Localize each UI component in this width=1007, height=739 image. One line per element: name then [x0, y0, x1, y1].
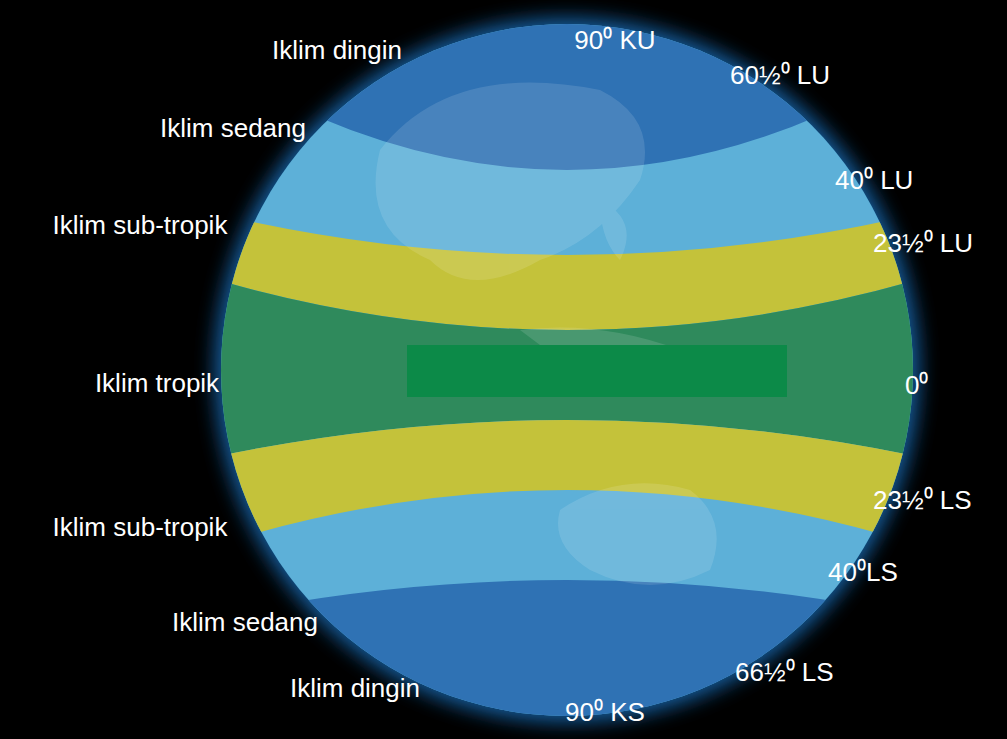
equator-bar — [407, 345, 787, 397]
latitude-label: 0⁰ — [905, 371, 928, 400]
latitude-label: 66½⁰ LS — [735, 658, 834, 687]
zone-label: Iklim sub-tropik — [53, 211, 228, 240]
latitude-label: 40⁰LS — [828, 558, 898, 587]
latitude-label: 90⁰ KS — [565, 698, 645, 727]
latitude-label: 23½⁰ LS — [873, 486, 972, 515]
latitude-label: 23½⁰ LU — [873, 229, 973, 258]
latitude-label: 90⁰ KU — [574, 26, 655, 55]
zone-label: Iklim sedang — [160, 114, 306, 143]
land-masses — [376, 83, 717, 586]
zone-label: Iklim dingin — [290, 674, 420, 703]
zone-label: Iklim sedang — [172, 608, 318, 637]
zone-label: Iklim sub-tropik — [53, 513, 228, 542]
zone-label: Iklim tropik — [95, 369, 219, 398]
zone-label: Iklim dingin — [272, 36, 402, 65]
cold-zone-south — [0, 580, 1007, 739]
latitude-label: 40⁰ LU — [835, 166, 913, 195]
subtropic-zone-south — [0, 420, 1007, 550]
latitude-label: 60½⁰ LU — [730, 61, 830, 90]
